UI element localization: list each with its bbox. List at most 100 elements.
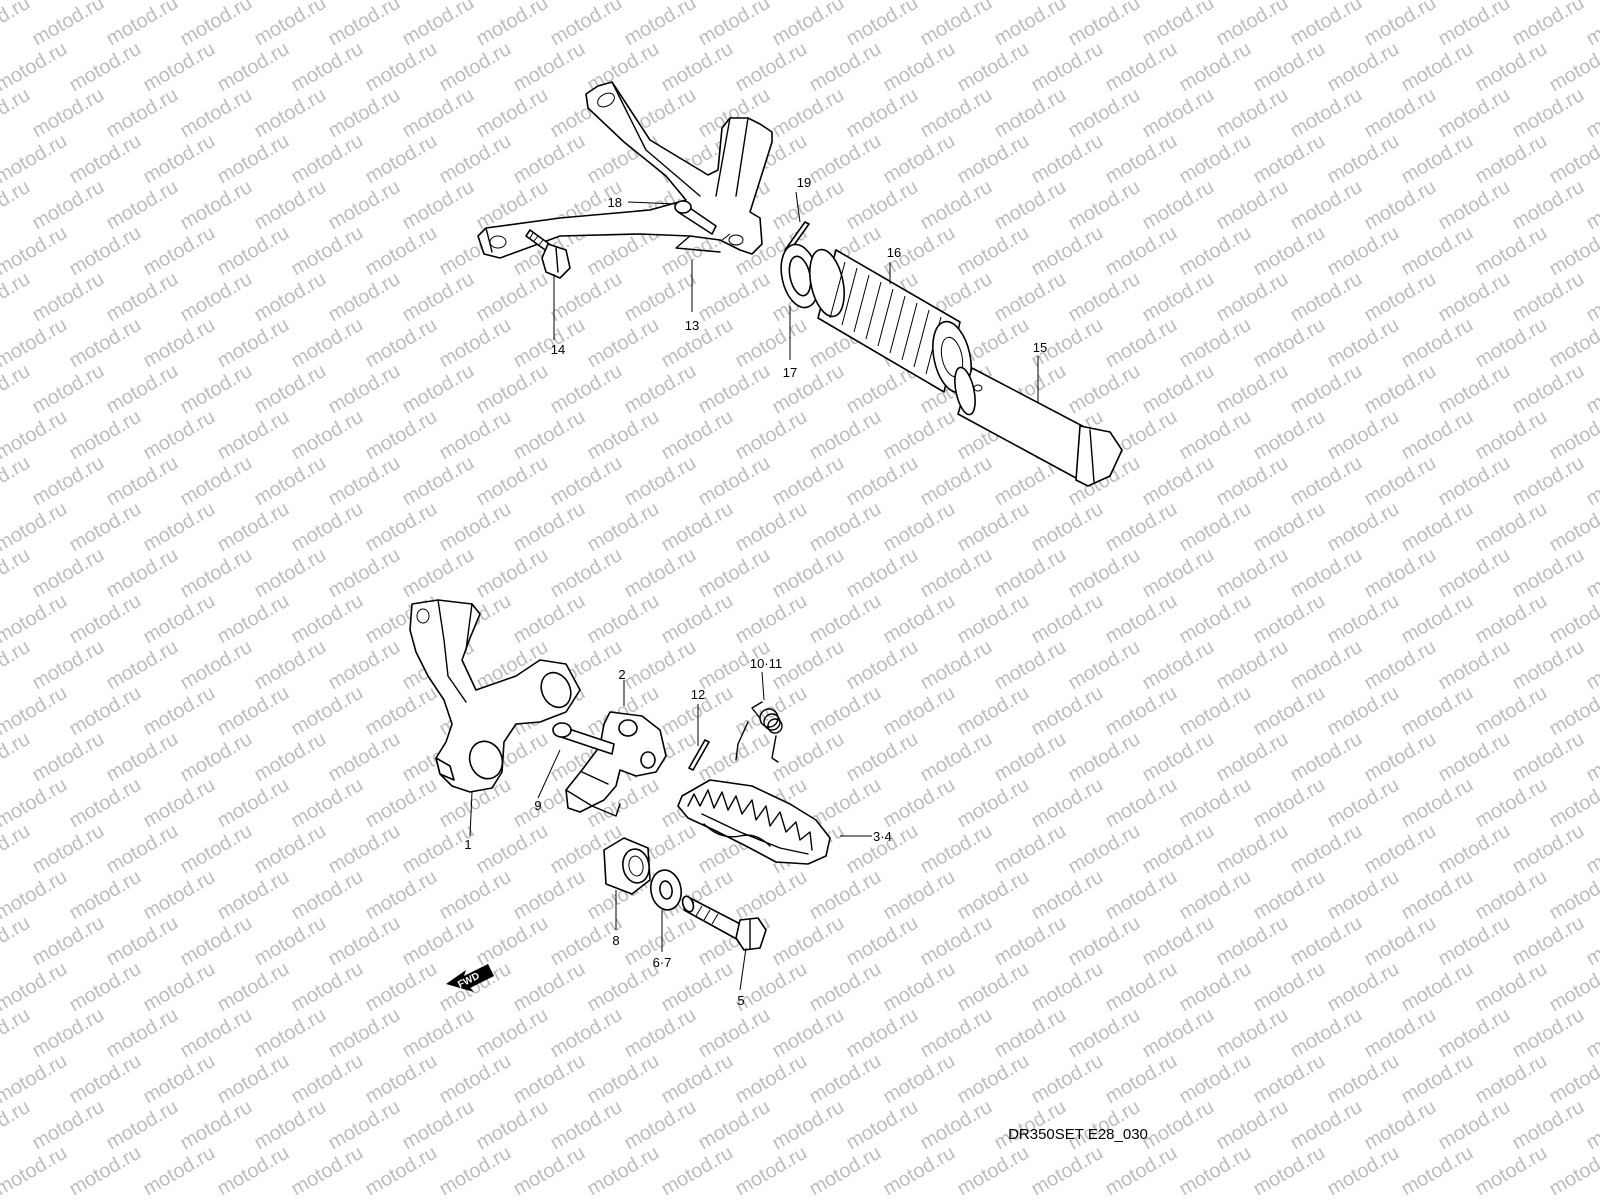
watermark-text: motod.ru (954, 498, 1033, 557)
watermark-text: motod.ru (251, 636, 330, 695)
watermark-text: motod.ru (1509, 452, 1588, 511)
watermark-text: motod.ru (1065, 820, 1144, 879)
watermark-text: motod.ru (1213, 544, 1292, 603)
watermark-text: motod.ru (1250, 1142, 1329, 1200)
watermark-text: motod.ru (1139, 544, 1218, 603)
watermark-text: motod.ru (325, 176, 404, 235)
watermark-text: motod.ru (621, 0, 700, 50)
watermark-text: motod.ru (991, 84, 1070, 143)
watermark-text: motod.ru (436, 314, 515, 373)
watermark-text: motod.ru (473, 544, 552, 603)
watermark-text: motod.ru (1324, 314, 1403, 373)
watermark-text: motod.ru (1250, 406, 1329, 465)
watermark-text: motod.ru (1065, 360, 1144, 419)
watermark-text: motod.ru (288, 406, 367, 465)
watermark-text: motod.ru (288, 1050, 367, 1109)
watermark-text: motod.ru (917, 728, 996, 787)
watermark-text: motod.ru (140, 866, 219, 925)
watermark-text: motod.ru (1213, 0, 1292, 50)
watermark-text: motod.ru (695, 452, 774, 511)
watermark-text: motod.ru (251, 452, 330, 511)
watermark-text: motod.ru (1398, 774, 1477, 833)
watermark-text: motod.ru (29, 268, 108, 327)
watermark-text: motod.ru (621, 1004, 700, 1063)
watermark-text: motod.ru (325, 820, 404, 879)
watermark-text: motod.ru (29, 728, 108, 787)
watermark-text: motod.ru (732, 1142, 811, 1200)
watermark-text: motod.ru (399, 268, 478, 327)
watermark-text: motod.ru (0, 222, 71, 281)
watermark-text: motod.ru (1324, 682, 1403, 741)
watermark-text: motod.ru (29, 912, 108, 971)
watermark-text: motod.ru (954, 1142, 1033, 1200)
watermark-text: motod.ru (1583, 452, 1600, 511)
watermark-text: motod.ru (1250, 222, 1329, 281)
watermark-text: motod.ru (103, 1096, 182, 1155)
watermark-text: motod.ru (29, 84, 108, 143)
watermark-text: motod.ru (917, 0, 996, 50)
watermark-text: motod.ru (1176, 958, 1255, 1017)
watermark-text: motod.ru (1361, 360, 1440, 419)
watermark-text: motod.ru (843, 452, 922, 511)
watermark-text: motod.ru (1176, 314, 1255, 373)
watermark-text: motod.ru (1176, 590, 1255, 649)
part-3-4-footrest (677, 779, 831, 865)
watermark-text: motod.ru (1398, 682, 1477, 741)
watermark-text: motod.ru (695, 0, 774, 50)
watermark-text: motod.ru (1361, 452, 1440, 511)
watermark-text: motod.ru (621, 636, 700, 695)
watermark-text: motod.ru (1139, 268, 1218, 327)
watermark-text: motod.ru (1398, 958, 1477, 1017)
watermark-text: motod.ru (1398, 1050, 1477, 1109)
watermark-text: motod.ru (362, 682, 441, 741)
watermark-text: motod.ru (843, 84, 922, 143)
watermark-text: motod.ru (1583, 820, 1600, 879)
watermark-text: motod.ru (140, 130, 219, 189)
watermark-text: motod.ru (140, 682, 219, 741)
watermark-text: motod.ru (1361, 912, 1440, 971)
watermark-text: motod.ru (1324, 958, 1403, 1017)
watermark-text: motod.ru (584, 406, 663, 465)
watermark-text: motod.ru (288, 314, 367, 373)
watermark-text: motod.ru (843, 1004, 922, 1063)
part-17-washer (780, 243, 820, 309)
watermark-text: motod.ru (288, 498, 367, 557)
watermark-text: motod.ru (1250, 590, 1329, 649)
watermark-text: motod.ru (732, 498, 811, 557)
watermark-text: motod.ru (177, 728, 256, 787)
watermark-text: motod.ru (251, 544, 330, 603)
watermark-text: motod.ru (325, 360, 404, 419)
watermark-text: motod.ru (362, 406, 441, 465)
watermark-text: motod.ru (1213, 820, 1292, 879)
watermark-text: motod.ru (362, 866, 441, 925)
watermark-text: motod.ru (880, 1050, 959, 1109)
watermark-text: motod.ru (732, 1050, 811, 1109)
watermark-text: motod.ru (1287, 1004, 1366, 1063)
watermark-text: motod.ru (1065, 176, 1144, 235)
watermark-text: motod.ru (1176, 1142, 1255, 1200)
part-16-footrest-rubber (809, 248, 972, 394)
watermark-text: motod.ru (325, 636, 404, 695)
watermark-text: motod.ru (1435, 84, 1514, 143)
watermark-text: motod.ru (0, 682, 71, 741)
watermark-text: motod.ru (769, 544, 848, 603)
watermark-text: motod.ru (1509, 728, 1588, 787)
part-label-5: 5 (737, 993, 744, 1008)
watermark-text: motod.ru (29, 1096, 108, 1155)
watermark-text: motod.ru (1583, 176, 1600, 235)
watermark-text: motod.ru (1583, 912, 1600, 971)
leader-lines (469, 191, 1039, 991)
part-12-cotter-pin (688, 739, 710, 771)
watermark-text: motod.ru (103, 452, 182, 511)
part-label-10-11: 10·11 (750, 656, 782, 671)
part-9-pin (552, 722, 615, 755)
watermark-text: motod.ru (1361, 1004, 1440, 1063)
watermark-text: motod.ru (1509, 0, 1588, 50)
watermark-text: motod.ru (325, 1096, 404, 1155)
watermark-text: motod.ru (732, 38, 811, 97)
watermark-text: motod.ru (695, 268, 774, 327)
watermark-text: motod.ru (1213, 176, 1292, 235)
watermark-text: motod.ru (214, 222, 293, 281)
watermark-text: motod.ru (769, 1096, 848, 1155)
watermark-text: motod.ru (140, 1050, 219, 1109)
